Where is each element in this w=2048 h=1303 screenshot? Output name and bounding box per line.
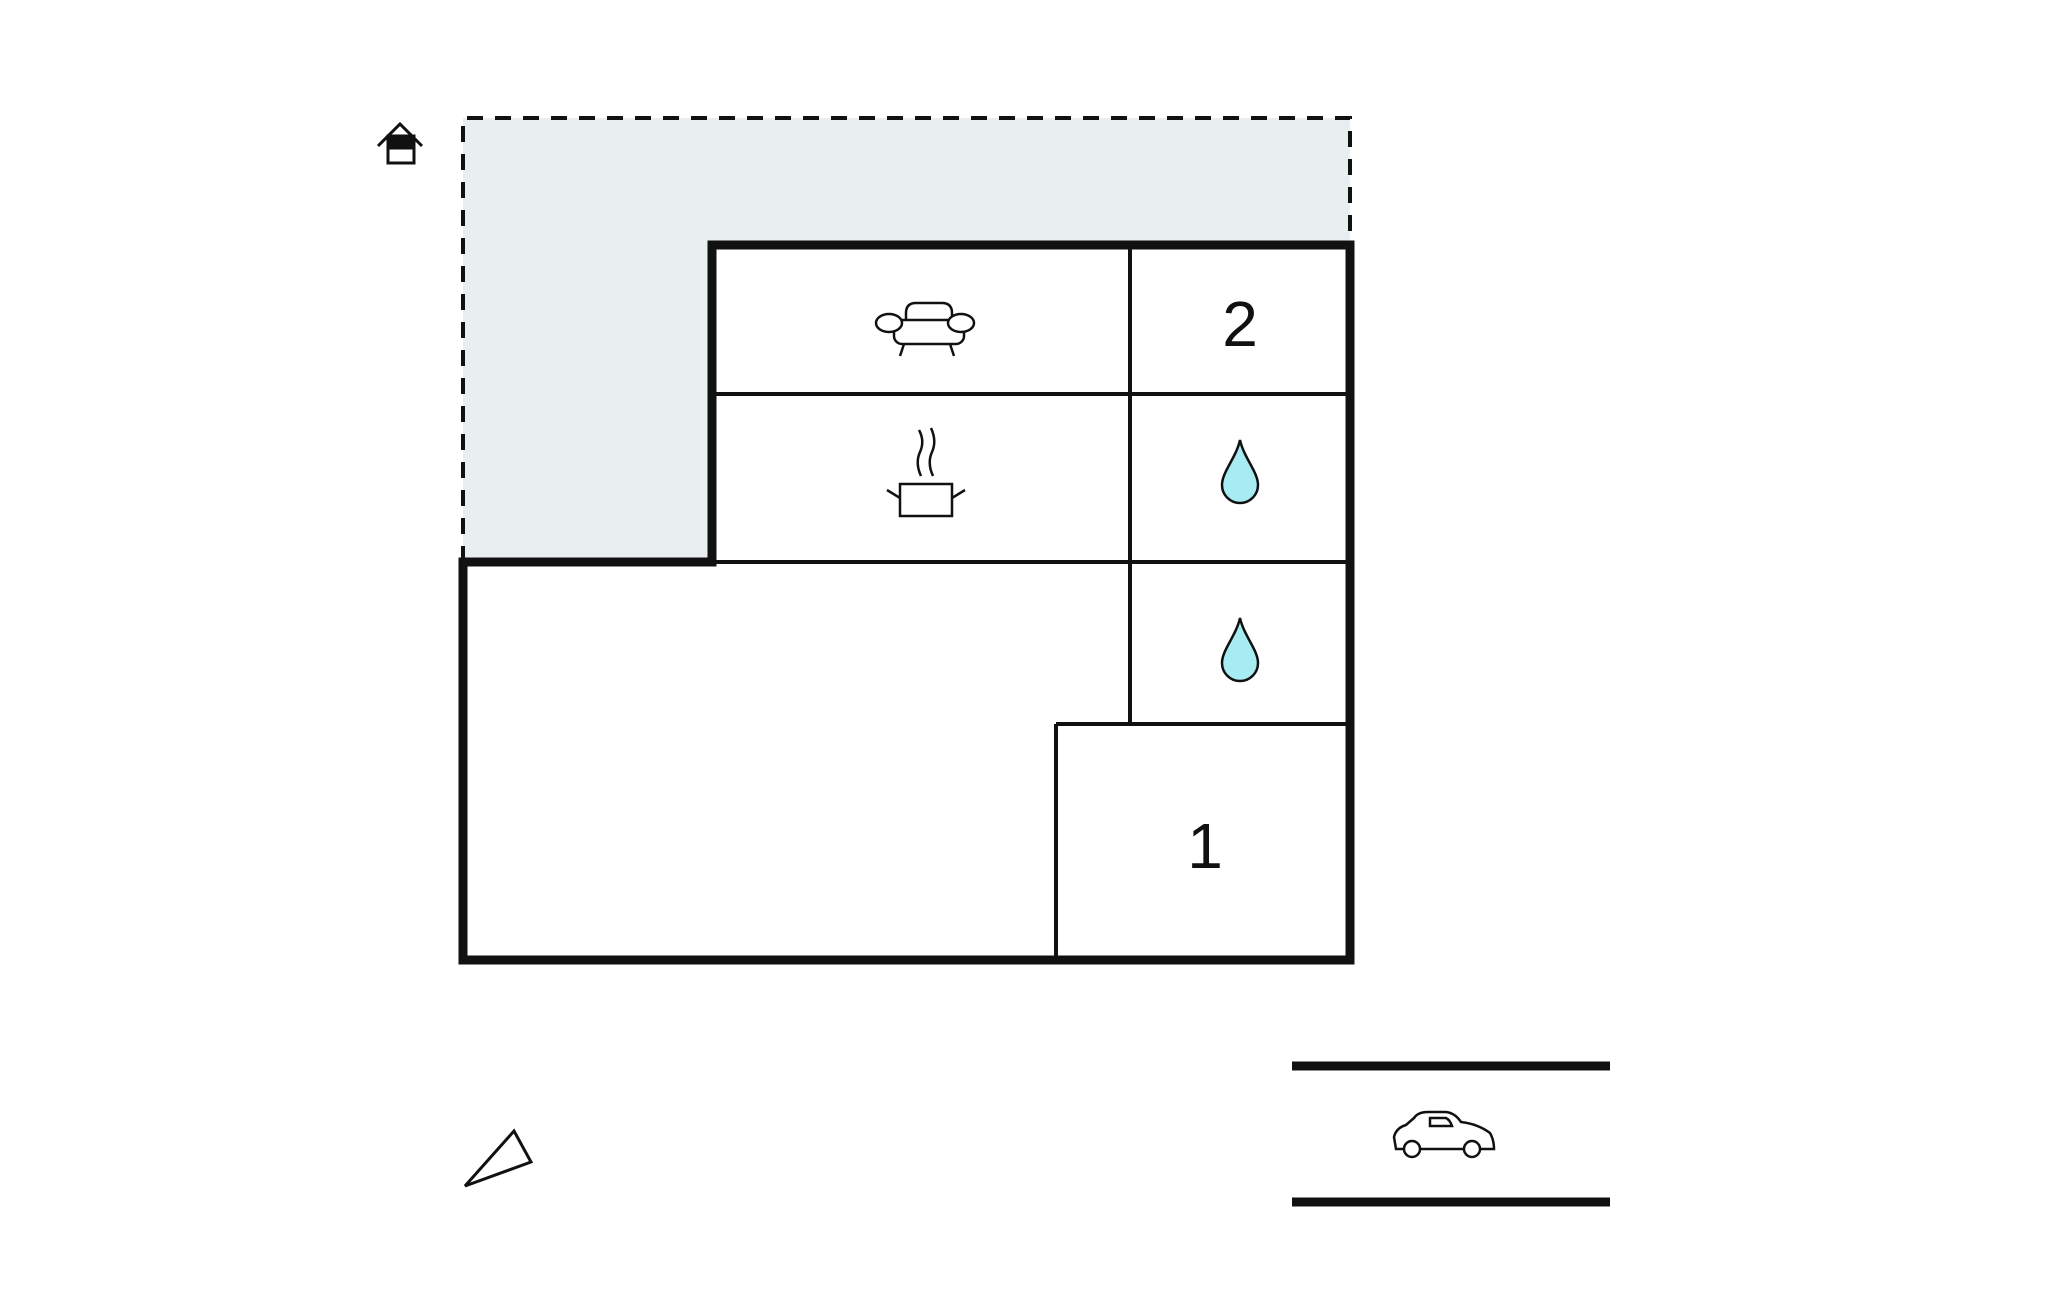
cooking-pot-icon: [886, 427, 966, 518]
parking-car-icon: [1392, 1110, 1496, 1159]
terrace-area: [463, 118, 1350, 562]
house-entrance-icon: [376, 121, 424, 165]
sofa-icon: [874, 301, 976, 357]
water-drop-icon: [1220, 439, 1260, 505]
bedroom-1-label: 1: [1187, 810, 1223, 882]
interior-walls: [716, 249, 1346, 956]
compass-north-icon: [463, 1128, 534, 1188]
water-drop-icon: [1220, 617, 1260, 683]
parking-area: [1292, 1061, 1610, 1207]
bedroom-2-label: 2: [1222, 288, 1258, 360]
